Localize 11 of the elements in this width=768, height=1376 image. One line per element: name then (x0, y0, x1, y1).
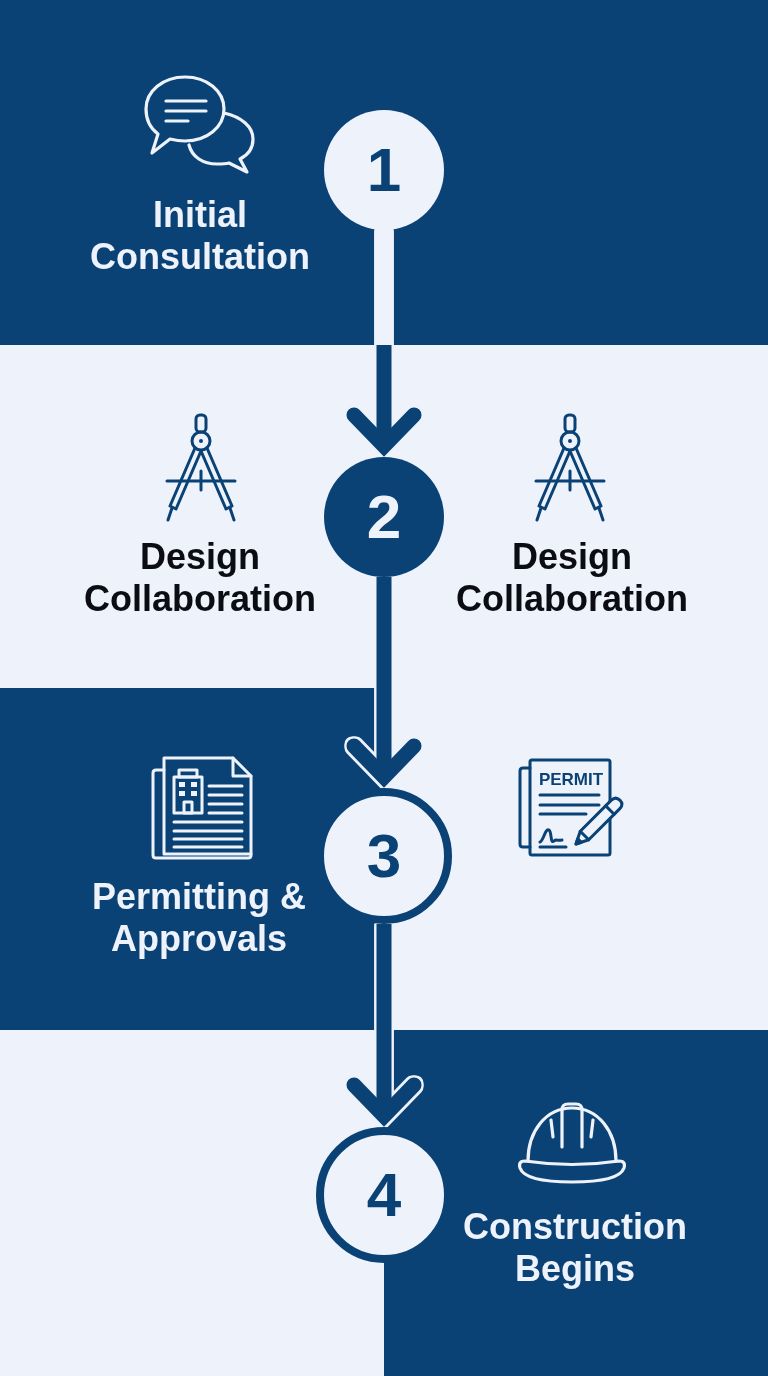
step-number: 2 (366, 486, 402, 548)
step-title: Permitting & Approvals (91, 876, 307, 960)
step-title: Design Collaboration (455, 536, 689, 620)
step-number: 4 (366, 1164, 402, 1226)
step-title: Design Collaboration (83, 536, 317, 620)
document-title: PERMIT (537, 771, 605, 788)
step-title: Construction Begins (462, 1206, 688, 1290)
step-title: Initial Consultation (89, 194, 311, 278)
step-number: 1 (366, 139, 402, 201)
step-number: 3 (366, 825, 402, 887)
flow-arrow (346, 230, 422, 457)
